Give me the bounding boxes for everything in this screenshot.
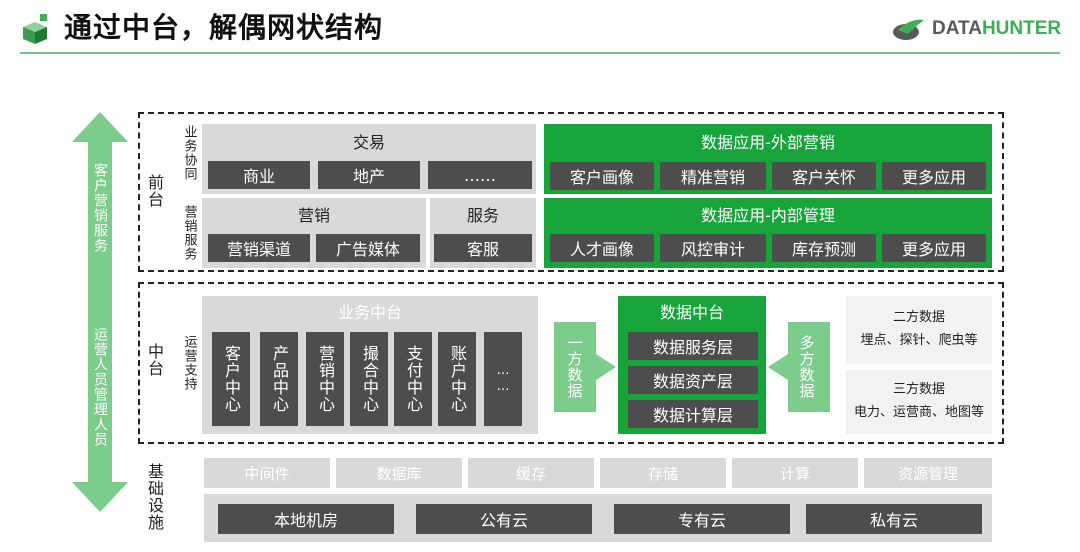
external-app-item: 客户画像: [550, 162, 654, 190]
front-office-frame: [138, 112, 1004, 272]
marketing-item: 广告媒体: [316, 234, 420, 262]
biz-center-item: 支付中心: [394, 332, 432, 426]
third-party-title: 三方数据: [892, 381, 945, 397]
biz-center-item: 产品中心: [260, 332, 298, 426]
datahunter-logo-icon: [893, 19, 924, 40]
infra-component: 中间件: [204, 458, 330, 488]
infra-component: 存储: [600, 458, 726, 488]
marketing-title: 营销: [297, 206, 330, 225]
double-arrow-icon: [72, 112, 128, 512]
infra-component: 计算: [732, 458, 858, 488]
arrow-bottom-label: 运营人员管理人员: [92, 327, 108, 447]
trade-item: 地产: [318, 161, 420, 189]
infra-component: 数据库: [336, 458, 462, 488]
header-divider: [20, 52, 1060, 54]
brand-prefix: DATA: [932, 18, 982, 39]
left-arrow-icon: [768, 322, 830, 412]
biz-center-item: 营销中心: [306, 332, 344, 426]
biz-center-item: 客户中心: [212, 332, 250, 426]
cloud-item: 本地机房: [218, 504, 394, 534]
infra-component: 资源管理: [864, 458, 992, 488]
infra-label: 基础设施: [145, 463, 164, 531]
data-layer: 数据计算层: [628, 400, 758, 428]
trade-item: ……: [428, 161, 532, 189]
internal-app-item: 风控审计: [660, 234, 766, 262]
external-app-item: 客户关怀: [772, 162, 876, 190]
marketing-item: 营销渠道: [208, 234, 310, 262]
internal-apps-title: 数据应用-内部管理: [701, 206, 835, 225]
right-arrow-icon: [554, 322, 616, 412]
biz-middle-title: 业务中台: [337, 303, 402, 322]
third-party-block: [846, 370, 992, 434]
brand-logo: DATAHUNTER: [892, 16, 1062, 42]
ops-support-label: 运营支持: [181, 335, 197, 391]
external-app-item: 更多应用: [882, 162, 986, 190]
service-item: 客服: [434, 234, 532, 262]
service-title: 服务: [466, 206, 499, 225]
arrow-top-label: 客户营销服务: [92, 163, 108, 253]
cloud-item: 专有云: [614, 504, 790, 534]
internal-app-item: 人才画像: [550, 234, 654, 262]
trade-item: 商业: [208, 161, 310, 189]
infra-component: 缓存: [468, 458, 594, 488]
third-party-desc: 电力、运营商、地图等: [853, 405, 984, 420]
first-party-label: 一方数据: [565, 335, 584, 399]
data-layer: 数据服务层: [628, 332, 758, 360]
external-apps-title: 数据应用-外部营销: [701, 133, 835, 152]
second-party-title: 二方数据: [892, 309, 945, 325]
cloud-item: 私有云: [806, 504, 982, 534]
biz-center-item: 撮合中心: [350, 332, 388, 426]
data-middle-title: 数据中台: [659, 303, 724, 322]
biz-collab-label: 业务协同: [181, 125, 197, 181]
brand-suffix: HUNTER: [981, 18, 1062, 39]
cloud-item: 公有云: [416, 504, 592, 534]
internal-app-item: 库存预测: [772, 234, 876, 262]
data-layer: 数据资产层: [628, 366, 758, 394]
biz-center-item: 账户中心: [438, 332, 476, 426]
trade-title: 交易: [352, 133, 385, 152]
external-app-item: 精准营销: [660, 162, 766, 190]
mkt-service-label: 营销服务: [181, 205, 197, 261]
front-office-label: 前台: [145, 174, 164, 208]
internal-app-item: 更多应用: [882, 234, 986, 262]
middle-office-label: 中台: [145, 343, 164, 377]
cube-icon: [23, 14, 47, 44]
second-party-desc: 埋点、探针、爬虫等: [860, 333, 978, 348]
page-title: 通过中台，解偶网状结构: [64, 11, 384, 44]
middle-office-frame: [138, 282, 1004, 444]
biz-center-item: ……: [484, 332, 522, 426]
multi-party-label: 多方数据: [797, 335, 816, 399]
second-party-block: [846, 296, 992, 364]
